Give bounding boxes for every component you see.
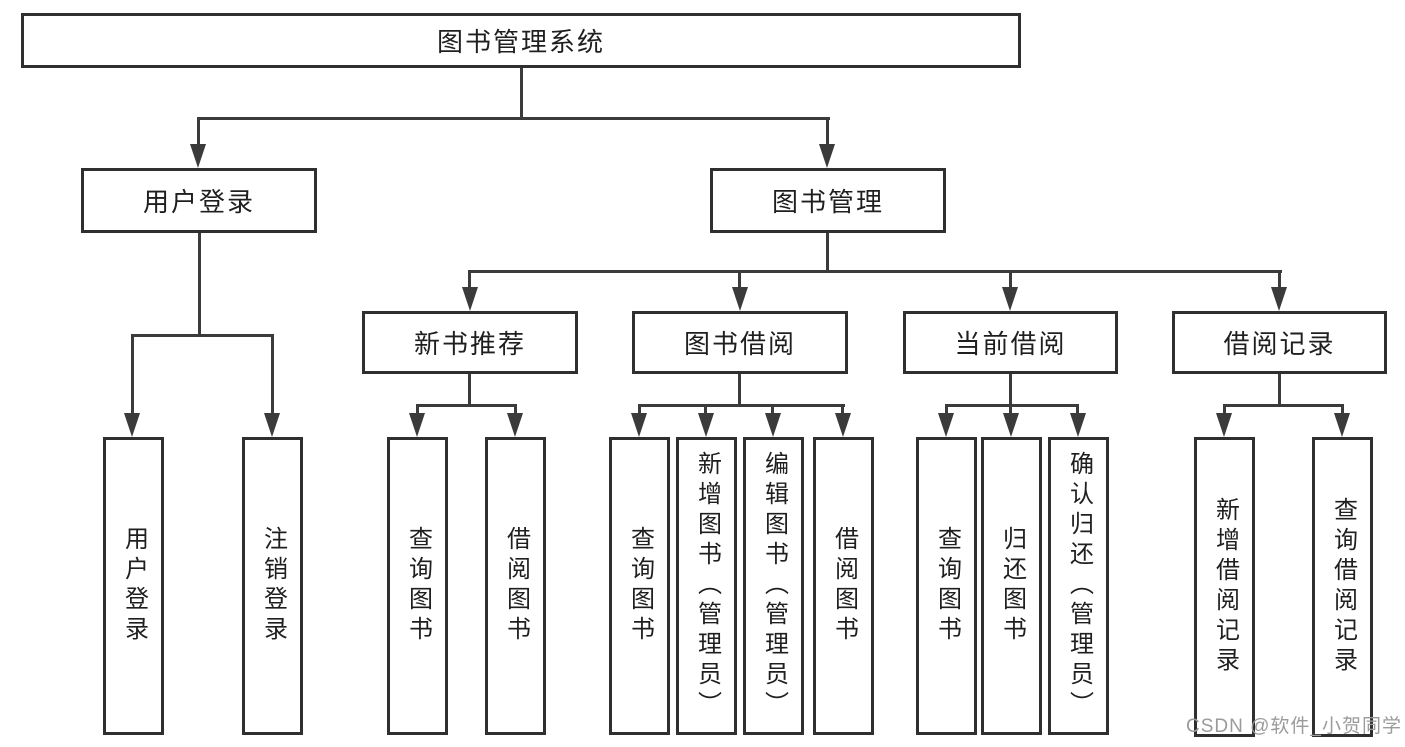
connector-to-book-management: [826, 117, 829, 147]
arrow-down-icon: [938, 413, 954, 437]
connector-to-new-book: [468, 270, 471, 290]
connector-current-borrow-split: [945, 404, 1079, 407]
arrow-down-icon: [1003, 413, 1019, 437]
connector-new-book-stem: [468, 374, 471, 407]
connector-to-current-borrow: [1009, 270, 1012, 290]
leaf-borrow-books-recommend: 借阅图书: [485, 437, 546, 735]
connector-stub: [1341, 404, 1344, 416]
connector-book-management-split: [468, 270, 1282, 273]
arrow-down-icon: [698, 413, 714, 437]
leaf-logout: 注销登录: [242, 437, 303, 735]
leaf-add-borrow-record: 新增借阅记录: [1194, 437, 1255, 737]
node-current-borrow: 当前借阅: [903, 311, 1118, 374]
leaf-edit-book-admin: 编辑图书（管理员）: [743, 437, 804, 735]
leaf-query-books-recommend: 查询图书: [387, 437, 448, 735]
connector-stub: [638, 404, 641, 416]
connector-user-login-stem: [198, 233, 201, 337]
connector-stub: [945, 404, 948, 416]
arrow-down-icon: [124, 413, 140, 437]
connector-book-borrow-split: [638, 404, 845, 407]
arrow-down-icon: [190, 144, 206, 168]
connector-stub: [704, 404, 707, 416]
connector-current-borrow-stem: [1009, 374, 1012, 407]
connector-stub: [771, 404, 774, 416]
leaf-query-books-borrow: 查询图书: [609, 437, 670, 735]
connector-borrow-records-stem: [1278, 374, 1281, 407]
arrow-down-icon: [835, 413, 851, 437]
arrow-down-icon: [264, 413, 280, 437]
leaf-confirm-return-admin: 确认归还（管理员）: [1048, 437, 1109, 735]
connector-stub: [1009, 404, 1012, 416]
connector-to-user-login: [197, 117, 200, 147]
arrow-down-icon: [631, 413, 647, 437]
node-user-login: 用户登录: [81, 168, 317, 233]
connector-root-stem: [520, 68, 523, 118]
connector-book-management-stem: [826, 233, 829, 273]
watermark-text: CSDN @软件_小贺同学: [1186, 716, 1402, 737]
leaf-user-login: 用户登录: [103, 437, 164, 735]
node-book-borrow: 图书借阅: [632, 311, 848, 374]
arrow-down-icon: [462, 287, 478, 311]
connector-stub: [1076, 404, 1079, 416]
connector-stub: [1223, 404, 1226, 416]
leaf-query-books-current: 查询图书: [916, 437, 977, 735]
arrow-down-icon: [765, 413, 781, 437]
arrow-down-icon: [1002, 287, 1018, 311]
connector-to-leaf-user-login: [131, 334, 134, 414]
arrow-down-icon: [732, 287, 748, 311]
node-borrow-records: 借阅记录: [1172, 311, 1387, 374]
connector-to-borrow-records: [1278, 270, 1281, 290]
connector-book-borrow-stem: [738, 374, 741, 407]
leaf-return-book: 归还图书: [981, 437, 1042, 735]
arrow-down-icon: [819, 144, 835, 168]
leaf-query-borrow-record: 查询借阅记录: [1312, 437, 1373, 737]
node-library-management-system: 图书管理系统: [21, 13, 1021, 68]
arrow-down-icon: [1216, 413, 1232, 437]
arrow-down-icon: [409, 413, 425, 437]
arrow-down-icon: [507, 413, 523, 437]
connector-stub: [841, 404, 844, 416]
connector-new-book-split: [416, 404, 517, 407]
connector-stub: [514, 404, 517, 416]
node-new-book-recommend: 新书推荐: [362, 311, 578, 374]
connector-root-split: [197, 117, 830, 120]
arrow-down-icon: [1070, 413, 1086, 437]
arrow-down-icon: [1334, 413, 1350, 437]
connector-borrow-records-split: [1223, 404, 1344, 407]
arrow-down-icon: [1271, 287, 1287, 311]
node-book-management: 图书管理: [710, 168, 946, 233]
connector-to-leaf-logout: [271, 334, 274, 414]
connector-to-book-borrow: [738, 270, 741, 290]
leaf-add-book-admin: 新增图书（管理员）: [676, 437, 737, 735]
leaf-borrow-books: 借阅图书: [813, 437, 874, 735]
connector-stub: [416, 404, 419, 416]
connector-user-login-split: [131, 334, 274, 337]
